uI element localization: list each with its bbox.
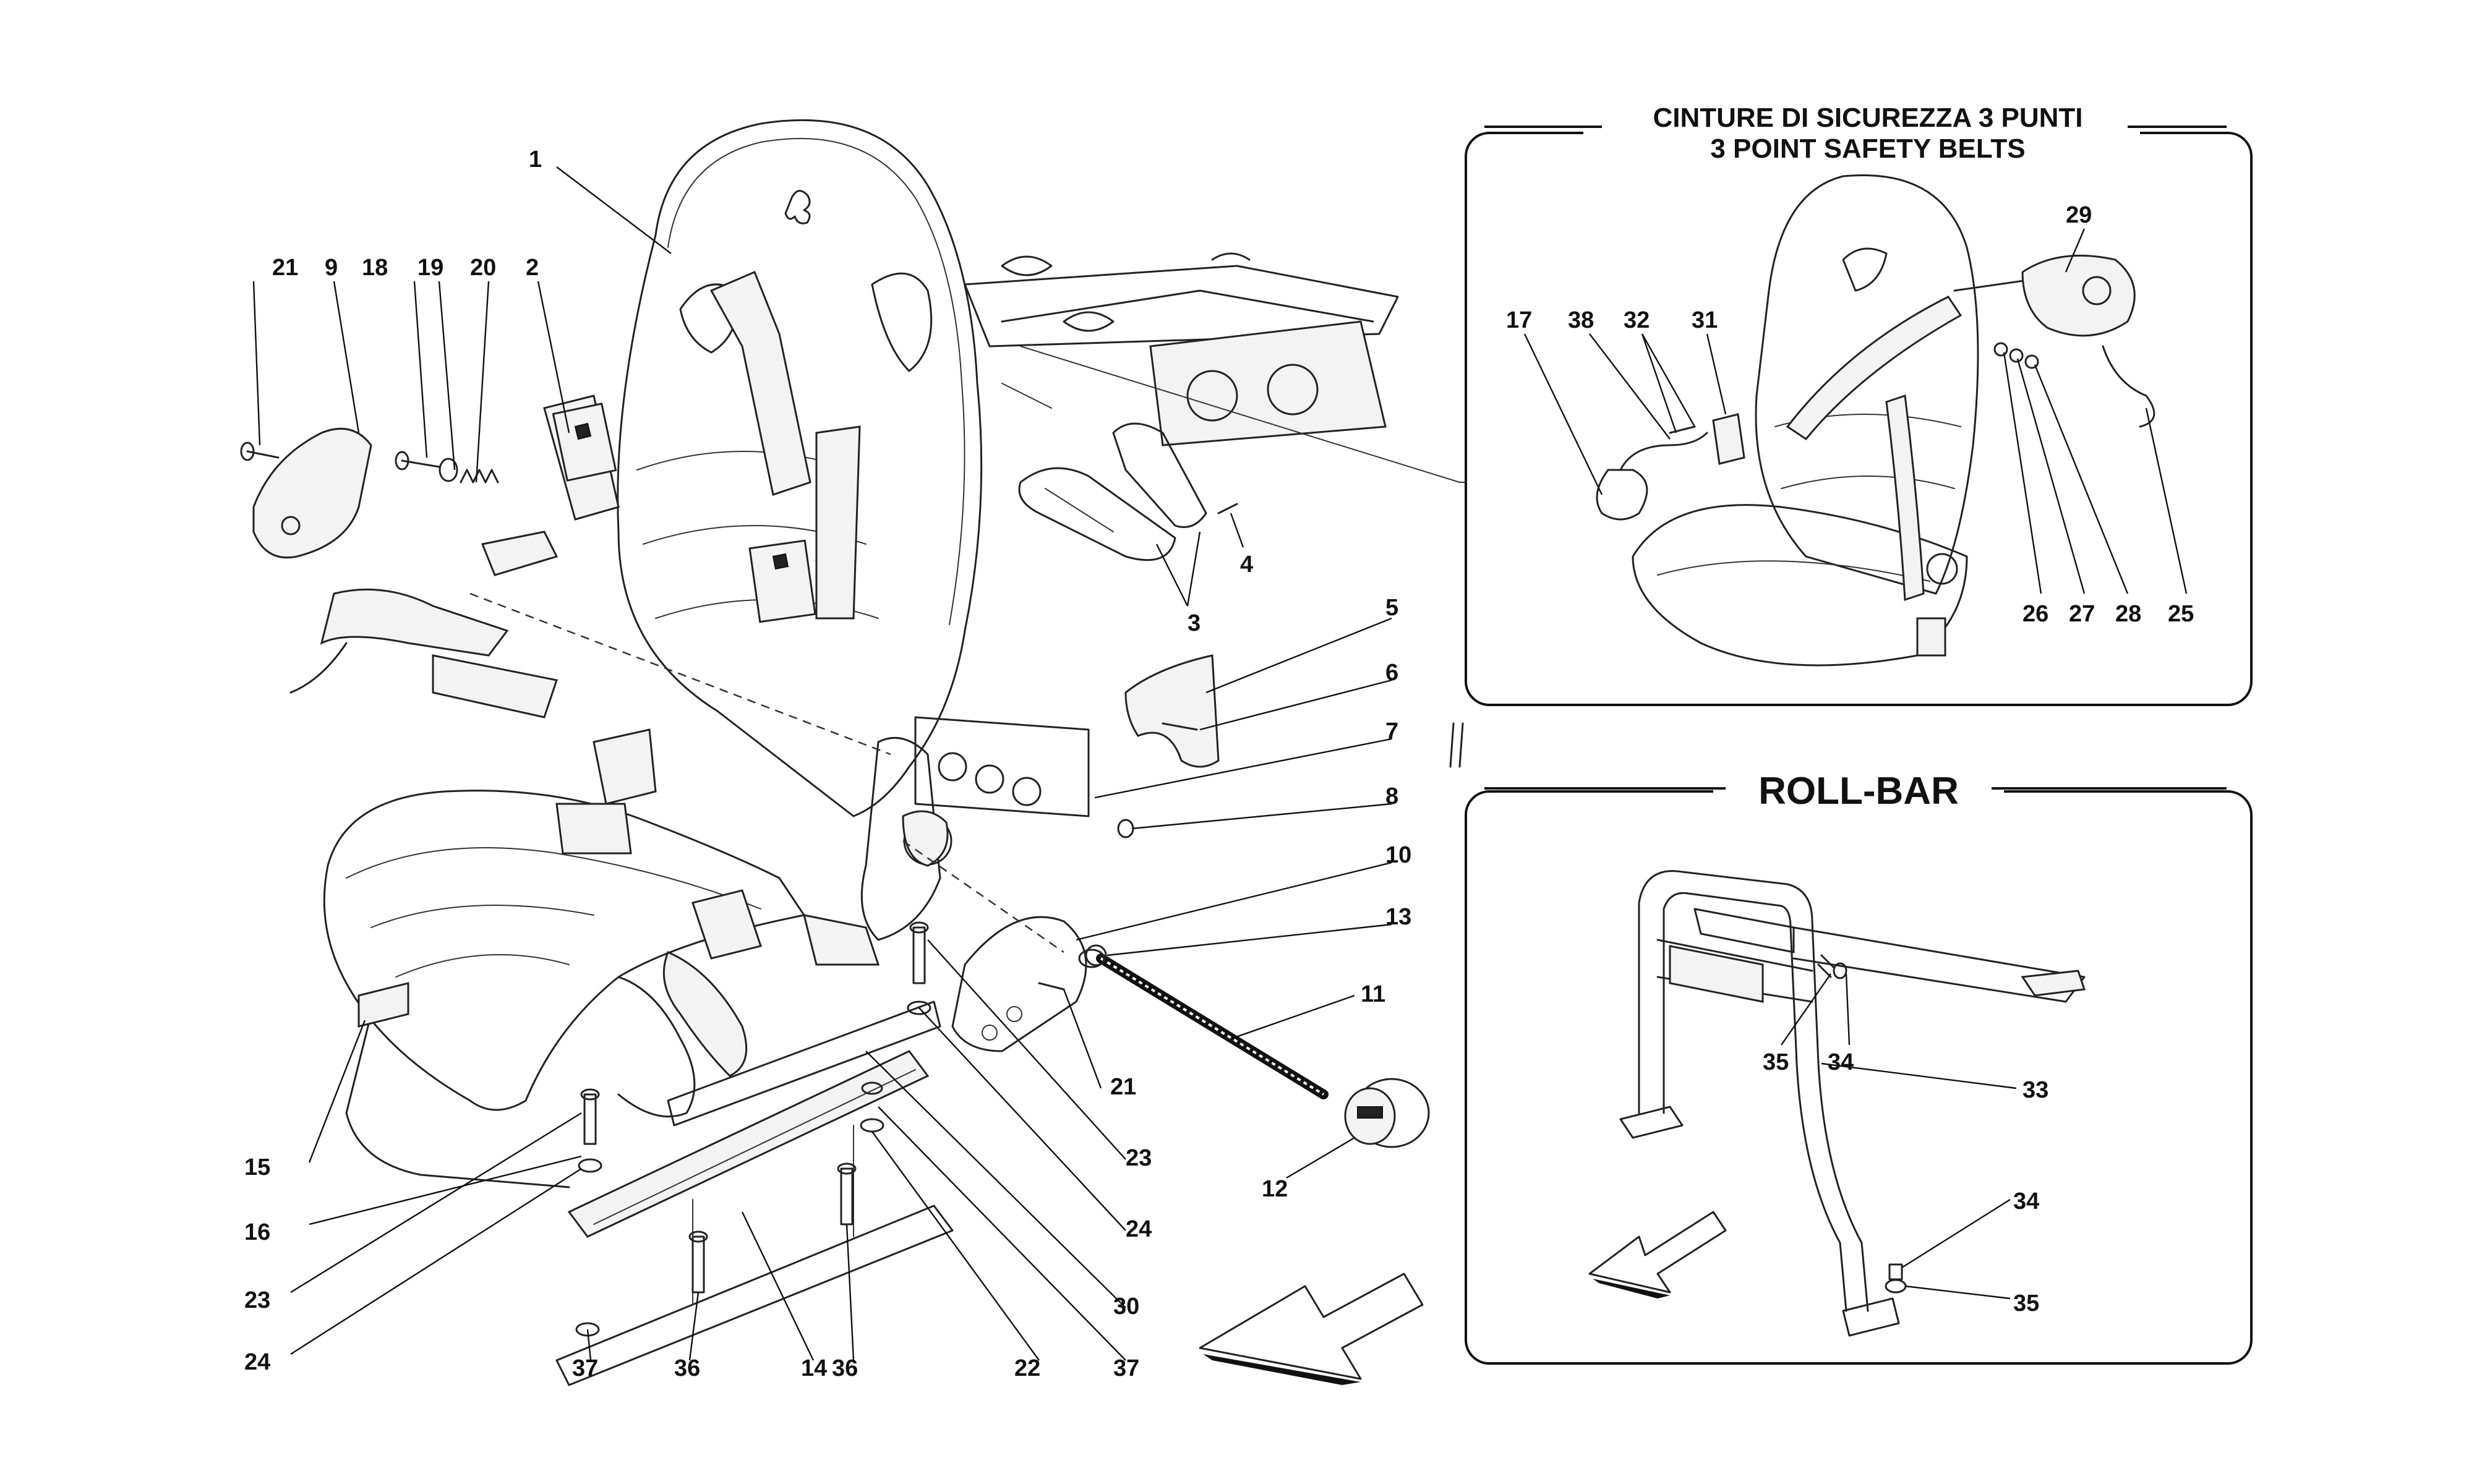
seat-cushion <box>323 790 805 1118</box>
callout-14-label: 14 <box>801 1355 827 1381</box>
callout-4: 4 <box>1240 552 1253 578</box>
safety-belt-seat <box>1596 174 2155 667</box>
main-callouts: 1 21 9 18 19 20 2 4 3 5 6 7 8 10 13 11 1… <box>244 147 1411 1381</box>
callout-38: 38 <box>1568 307 1594 333</box>
racing-harness <box>289 271 880 1077</box>
callout-21-lower: 21 <box>1110 1074 1136 1100</box>
callout-19: 19 <box>417 255 443 281</box>
seat-rails <box>555 1000 954 1386</box>
callout-37-left: 37 <box>572 1355 598 1381</box>
callout-18: 18 <box>362 255 388 281</box>
belts-title-line2: 3 POINT SAFETY BELTS <box>1710 134 2025 164</box>
callout-33: 33 <box>2022 1077 2048 1103</box>
callout-29: 29 <box>2066 202 2092 228</box>
adjustment-rod <box>1085 944 1329 1099</box>
callout-32: 32 <box>1624 307 1650 333</box>
callout-26: 26 <box>2022 601 2048 627</box>
belts-title-line1: CINTURE DI SICUREZZA 3 PUNTI <box>1653 103 2082 133</box>
callout-36-right: 36 <box>832 1355 858 1381</box>
rollbar-title: ROLL-BAR <box>1758 770 1959 812</box>
callout-12: 12 <box>1262 1176 1288 1202</box>
callout-21: 21 <box>272 255 298 281</box>
callout-23-right: 23 <box>1126 1145 1152 1171</box>
belt-guide-rear <box>1112 422 1207 528</box>
arrow-icon <box>1199 1273 1424 1385</box>
main-seat-assembly <box>240 119 1485 1386</box>
callout-34-lower: 34 <box>2013 1188 2039 1214</box>
callout-8: 8 <box>1385 783 1398 809</box>
callout-23-left: 23 <box>244 1287 270 1313</box>
callout-35-upper: 35 <box>1763 1049 1789 1075</box>
callout-3: 3 <box>1188 610 1201 636</box>
callout-13: 13 <box>1385 904 1411 930</box>
recline-mechanism <box>860 716 1090 941</box>
callout-2: 2 <box>526 255 539 281</box>
callout-7: 7 <box>1385 719 1398 744</box>
callout-36-left: 36 <box>674 1355 700 1381</box>
callout-22: 22 <box>1014 1355 1040 1381</box>
callout-6: 6 <box>1385 660 1398 686</box>
side-cover <box>1124 654 1220 768</box>
arrow-icon-rollbar <box>1588 1211 1727 1298</box>
callout-34-upper: 34 <box>1828 1049 1854 1075</box>
callout-17: 17 <box>1506 307 1532 333</box>
callout-25: 25 <box>2168 601 2194 627</box>
callout-30: 30 <box>1113 1294 1139 1320</box>
fasteners <box>240 441 1238 1337</box>
bulkhead-frame <box>964 252 1485 483</box>
callout-16: 16 <box>244 1219 270 1245</box>
belt-guide <box>1018 467 1176 561</box>
callout-9: 9 <box>325 255 338 281</box>
callout-24-left: 24 <box>244 1349 270 1375</box>
callout-37-right: 37 <box>1113 1355 1139 1381</box>
prancing-horse-icon <box>784 190 811 224</box>
callout-15: 15 <box>244 1154 270 1180</box>
harness-bracket <box>252 427 372 559</box>
callout-20: 20 <box>470 255 496 281</box>
callout-24-right: 24 <box>1126 1216 1152 1242</box>
side-bracket <box>951 916 1087 1052</box>
callout-1: 1 <box>529 147 542 173</box>
callout-31: 31 <box>1692 307 1718 333</box>
adjustment-knob <box>1344 1078 1430 1148</box>
roll-bar-panel: ROLL-BAR 35 34 <box>1465 754 2253 1365</box>
callout-27: 27 <box>2069 601 2095 627</box>
callout-35-lower: 35 <box>2013 1290 2039 1316</box>
callout-11: 11 <box>1361 981 1385 1007</box>
main-callout-leaders <box>252 166 1392 1361</box>
roll-bar <box>1619 870 2086 1337</box>
safety-belts-panel: CINTURE DI SICUREZZA 3 PUNTI 3 POINT SAF… <box>1465 99 2253 706</box>
release-bar <box>345 1013 570 1188</box>
callout-28: 28 <box>2115 601 2141 627</box>
callout-5: 5 <box>1385 595 1398 621</box>
callout-10: 10 <box>1385 842 1411 868</box>
